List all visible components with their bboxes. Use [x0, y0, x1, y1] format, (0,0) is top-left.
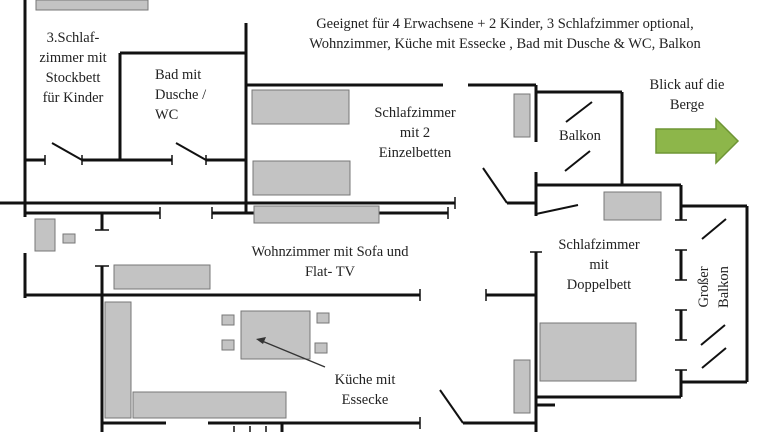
label-line: Einzelbetten — [378, 145, 452, 161]
dining-table — [240, 310, 311, 360]
label-line: Wohnzimmer mit Sofa und — [251, 244, 409, 260]
label-line: Balkon — [559, 128, 601, 144]
view-direction-arrow-icon — [655, 117, 740, 165]
label-line: Dusche / — [155, 87, 207, 103]
label-line: WC — [155, 107, 179, 123]
label-line: mit 2 — [399, 125, 431, 141]
label-line: für Kinder — [42, 90, 104, 106]
label-line: Blick auf die — [649, 77, 725, 93]
single-bed-2 — [252, 160, 351, 196]
wardrobe-kitchen-side — [513, 359, 531, 414]
room-label-twin-bedroom: Schlafzimmer mit 2 Einzelbetten — [360, 103, 470, 163]
room-label-living-room: Wohnzimmer mit Sofa und Flat- TV — [225, 242, 435, 282]
door-swing — [439, 389, 464, 424]
label-line: Flat- TV — [304, 264, 356, 280]
double-bed — [539, 322, 637, 382]
header-line-2: Wohnzimmer, Küche mit Essecke , Bad mit … — [309, 36, 701, 52]
room-label-kitchen: Küche mit Essecke — [320, 370, 410, 410]
label-line: Schlafzimmer — [558, 237, 640, 253]
label-line: Küche mit — [334, 372, 396, 388]
balcony-window — [701, 347, 727, 369]
header-description: Geeignet für 4 Erwachsene + 2 Kinder, 3 … — [255, 14, 755, 54]
label-line: Bad mit — [155, 67, 202, 83]
cabinet-hall — [34, 218, 56, 252]
view-label: Blick auf die Berge — [632, 75, 742, 115]
wardrobe-twin-room — [513, 93, 531, 138]
door-swing — [51, 142, 83, 161]
kitchen-counter-vertical — [104, 301, 132, 419]
header-line-1: Geeignet für 4 Erwachsene + 2 Kinder, 3 … — [316, 16, 694, 32]
label-line: Essecke — [341, 392, 389, 408]
sofa — [113, 264, 211, 290]
label-line: mit — [589, 257, 609, 273]
label-line: Schlafzimmer — [374, 105, 456, 121]
furniture — [34, 0, 662, 419]
chair — [221, 314, 235, 326]
chair — [316, 312, 330, 324]
furniture-top-left — [35, 0, 149, 11]
balcony-window — [564, 150, 591, 172]
room-label-double-bedroom: Schlafzimmer mit Doppelbett — [540, 235, 658, 295]
label-line: 3.Schlaf- — [46, 30, 100, 46]
kitchen-counter-horizontal — [132, 391, 287, 419]
door-swing — [482, 167, 508, 204]
room-label-big-balcony: Großer Balkon — [694, 251, 738, 323]
door-swing — [175, 142, 207, 161]
room-label-kids-bedroom: 3.Schlaf- zimmer mit Stockbett für Kinde… — [28, 28, 118, 108]
tv-board — [253, 205, 380, 224]
label-line: Stockbett — [45, 70, 101, 86]
wardrobe-double-room — [603, 191, 662, 221]
single-bed-1 — [251, 89, 350, 125]
chair — [314, 342, 328, 354]
room-label-balcony: Balkon — [550, 126, 610, 146]
arrow-head — [256, 337, 266, 344]
kitchen-pointer-arrow — [256, 337, 326, 368]
balcony-window — [701, 218, 727, 240]
balcony-window — [700, 324, 726, 346]
small-cabinet-hall — [62, 233, 76, 244]
chair — [221, 339, 235, 351]
door-swing — [535, 204, 579, 215]
label-line: Berge — [669, 97, 705, 113]
label-line: Doppelbett — [566, 277, 632, 293]
room-label-bathroom: Bad mit Dusche / WC — [155, 65, 206, 125]
label-line: Balkon — [716, 266, 732, 308]
label-line: Großer — [696, 266, 712, 308]
balcony-window — [565, 101, 593, 123]
label-line: zimmer mit — [39, 50, 107, 66]
